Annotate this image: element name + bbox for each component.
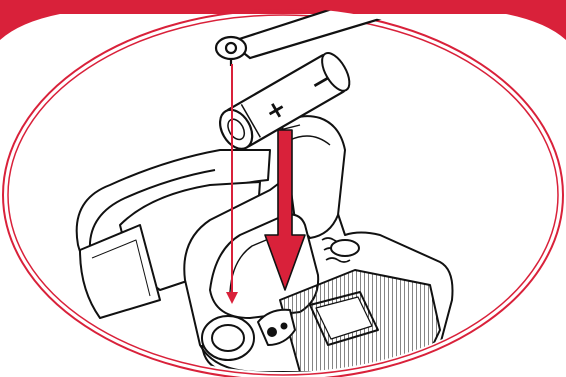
top-red-banner: [0, 0, 566, 14]
device-body: [77, 116, 453, 372]
banner-left-flare: [0, 14, 60, 40]
banner-right-flare: [506, 14, 566, 40]
